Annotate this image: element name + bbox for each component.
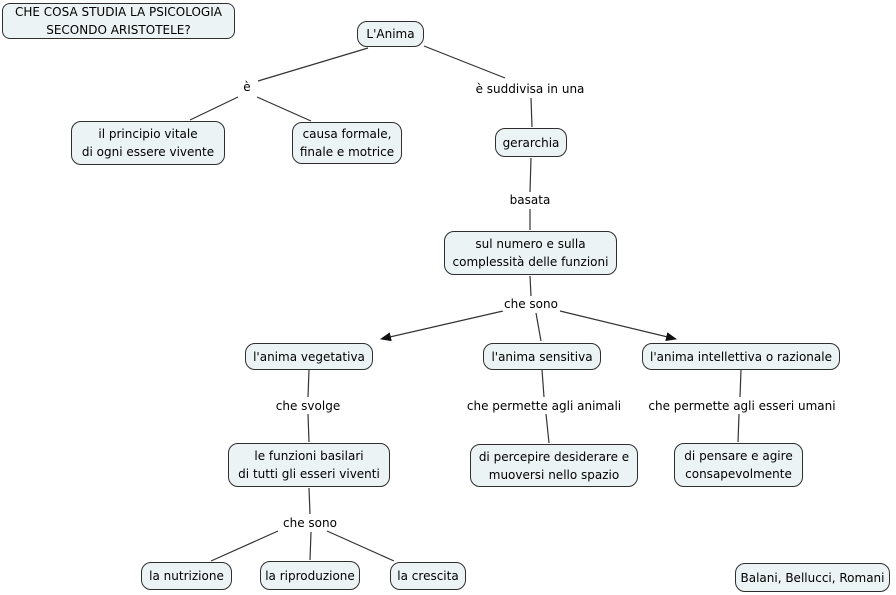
connector-permetteumani-pensare xyxy=(737,413,740,443)
connector-sensitiva-permetteanimali xyxy=(541,369,545,398)
connector-numero-chesono1 xyxy=(529,275,532,297)
connector-anima-suddivisa xyxy=(423,45,506,79)
connector-funzioni-chesono2 xyxy=(308,487,311,515)
edge-label-basata[interactable]: basata xyxy=(507,192,553,208)
edge-label-che-svolge[interactable]: che svolge xyxy=(273,398,343,414)
connector-permetteanimali-percepire xyxy=(545,413,550,444)
node-principio-vitale[interactable]: il principio vitale di ogni essere viven… xyxy=(71,121,225,165)
edge-label-permette-umani[interactable]: che permette agli esseri umani xyxy=(646,398,838,414)
connector-intellettiva-permetteumani xyxy=(739,369,742,398)
node-title-question[interactable]: CHE COSA STUDIA LA PSICOLOGIA SECONDO AR… xyxy=(2,3,235,39)
connector-vegetativa-chesvolge xyxy=(307,369,310,398)
edge-label-suddivisa[interactable]: è suddivisa in una xyxy=(473,81,587,97)
connector-chesono1-intellettiva xyxy=(559,310,677,342)
node-anima[interactable]: L'Anima xyxy=(357,21,424,47)
node-anima-vegetativa[interactable]: l'anima vegetativa xyxy=(245,343,373,370)
node-anima-intellettiva[interactable]: l'anima intellettiva o razionale xyxy=(642,343,840,370)
connector-gerarchia-basata xyxy=(529,157,532,193)
connector-e-principio xyxy=(189,96,239,121)
edge-label-che-sono-1[interactable]: che sono xyxy=(502,296,560,312)
node-funzioni-basilari[interactable]: le funzioni basilari di tutti gli esseri… xyxy=(228,443,390,487)
connector-chesono1-vegetativa xyxy=(380,310,504,342)
connector-chesono1-sensitiva xyxy=(535,312,542,342)
node-pensare-agire[interactable]: di pensare e agire consapevolmente xyxy=(674,443,803,487)
connector-chesvolge-funzioni xyxy=(307,413,310,443)
connector-chesono2-crescita xyxy=(326,530,395,562)
node-percepire-desiderare[interactable]: di percepire desiderare e muoversi nello… xyxy=(470,444,638,487)
connector-e-causa xyxy=(256,96,312,122)
connector-anima-e xyxy=(257,47,369,82)
node-riproduzione[interactable]: la riproduzione xyxy=(260,561,360,590)
connector-suddivisa-gerarchia xyxy=(530,97,533,128)
node-gerarchia[interactable]: gerarchia xyxy=(495,128,567,157)
edge-label-che-sono-2[interactable]: che sono xyxy=(281,515,339,531)
node-authors[interactable]: Balani, Bellucci, Romani xyxy=(735,563,890,592)
edge-label-e[interactable]: è xyxy=(241,79,253,95)
connector-chesono2-nutrizione xyxy=(210,530,279,562)
node-numero-complessita[interactable]: sul numero e sulla complessità delle fun… xyxy=(444,231,617,275)
edge-label-permette-animali[interactable]: che permette agli animali xyxy=(464,398,624,414)
node-causa-formale[interactable]: causa formale, finale e motrice xyxy=(292,122,402,164)
node-nutrizione[interactable]: la nutrizione xyxy=(141,562,232,590)
node-crescita[interactable]: la crescita xyxy=(390,562,466,590)
connector-chesono2-riproduzione xyxy=(309,531,312,561)
node-anima-sensitiva[interactable]: l'anima sensitiva xyxy=(483,343,601,370)
